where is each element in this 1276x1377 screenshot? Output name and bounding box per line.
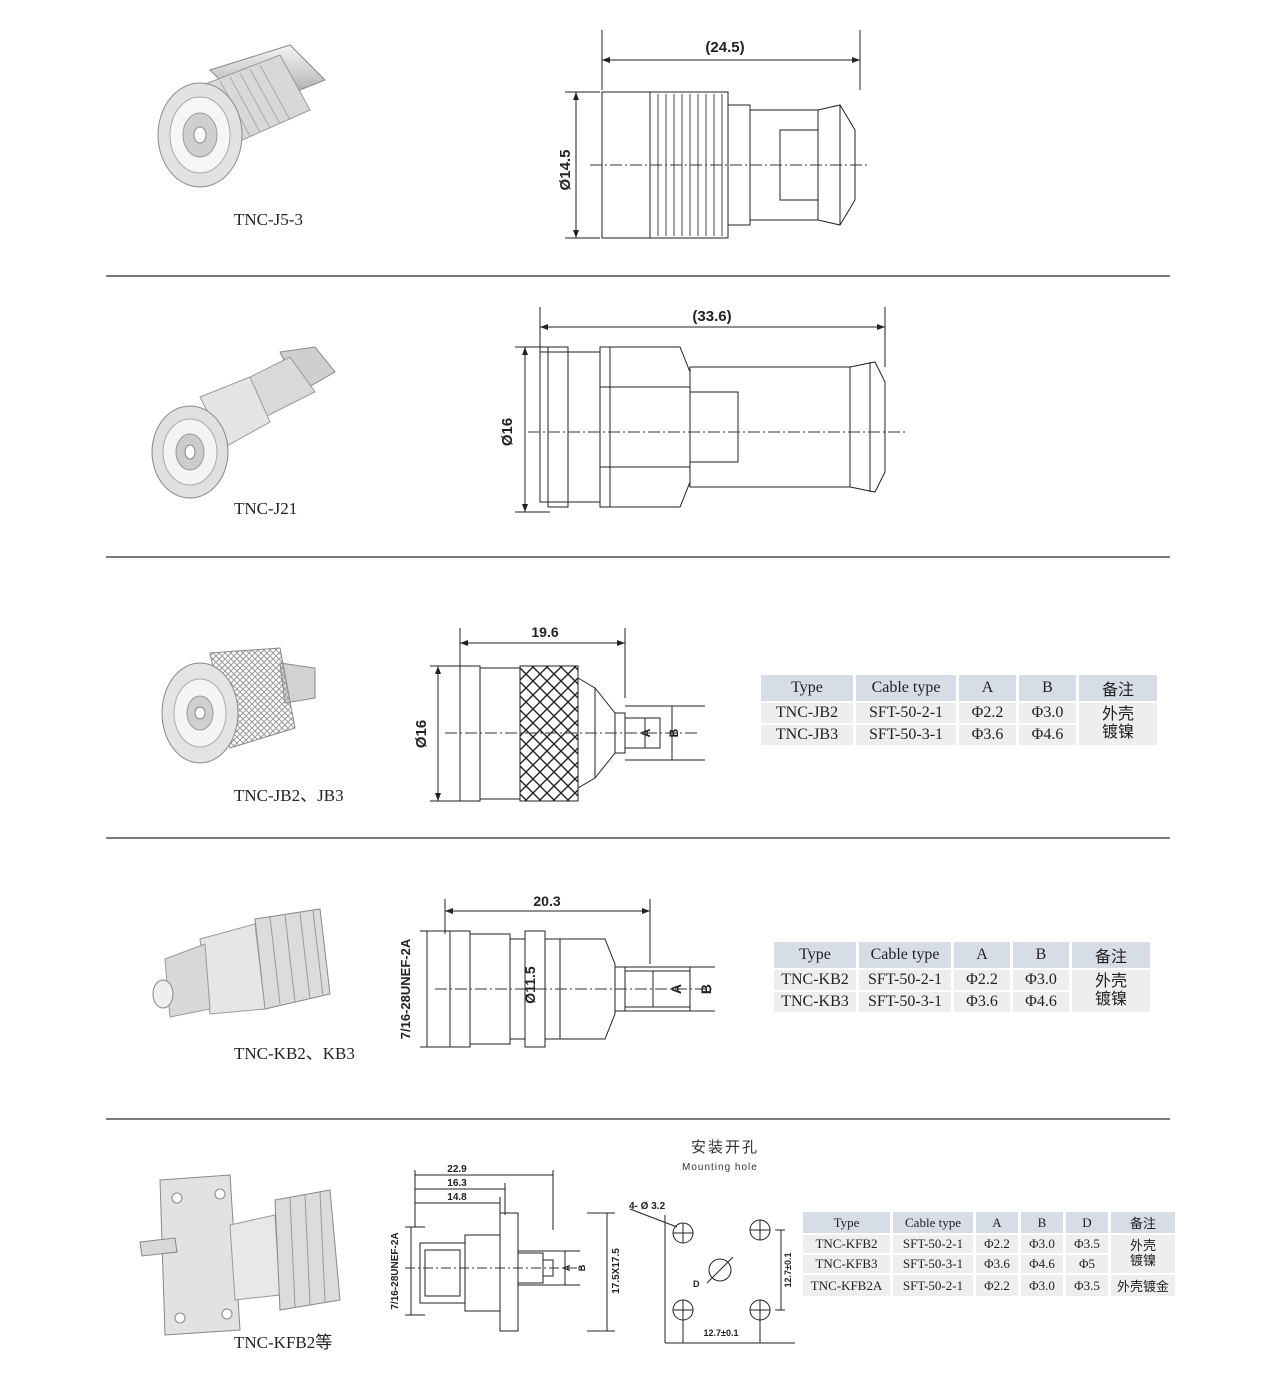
product-section-tnc-jb: TNC-JB2、JB3 19.6 Ø16 A B bbox=[0, 558, 1276, 838]
dim-v: 12.7±0.1 bbox=[783, 1253, 793, 1288]
note-cell: 外壳 镀镍 bbox=[1072, 970, 1150, 1012]
table-row: TNC-KFB2 SFT-50-2-1 Φ2.2 Φ3.0 Φ3.5 外壳 镀镍 bbox=[803, 1235, 1176, 1273]
header-a: A bbox=[954, 942, 1010, 968]
header-note: 备注 bbox=[1111, 1212, 1176, 1233]
mounting-hole-drawing: 4- Ø 3.2 D 12.7±0.1 12.7±0.1 bbox=[629, 1201, 795, 1344]
technical-drawing: 22.9 16.3 14.8 7/16-28UNEF-2A A B 17.5X1… bbox=[390, 1164, 622, 1332]
section-divider bbox=[106, 1118, 1170, 1120]
header-b: B bbox=[1013, 942, 1069, 968]
header-b: B bbox=[1019, 675, 1076, 701]
table-row: TNC-JB3 SFT-50-3-1 Φ3.6 Φ4.6 bbox=[761, 725, 1157, 745]
header-cable: Cable type bbox=[856, 675, 956, 701]
dim-b: B bbox=[577, 1264, 587, 1271]
flange-dim: 17.5X17.5 bbox=[611, 1248, 622, 1294]
diameter-dim: Ø16 bbox=[499, 418, 516, 446]
length-dim: 20.3 bbox=[533, 893, 560, 909]
dim-h: 12.7±0.1 bbox=[704, 1328, 739, 1338]
product-section-tnc-j5-3: TNC-J5-3 (24.5) Ø14.5 bbox=[0, 0, 1276, 276]
table-row: TNC-KFB2A SFT-50-2-1 Φ2.2 Φ3.0 Φ3.5 外壳镀金 bbox=[803, 1275, 1176, 1296]
header-d: D bbox=[1066, 1212, 1108, 1233]
section-divider bbox=[106, 837, 1170, 839]
header-note: 备注 bbox=[1072, 942, 1150, 968]
product-caption: TNC-KFB2等 bbox=[234, 1333, 333, 1352]
technical-drawing: 20.3 7/16-28UNEF-2A Ø11.5 A B bbox=[398, 893, 715, 1048]
section-divider bbox=[106, 275, 1170, 277]
note-cell: 外壳 镀镍 bbox=[1079, 703, 1157, 745]
length-dim: 19.6 bbox=[531, 624, 558, 640]
dim-l3: 14.8 bbox=[447, 1192, 467, 1203]
spec-table: Type Cable type A B 备注 TNC-KB2 SFT-50-2-… bbox=[771, 940, 1153, 1014]
connector-photo bbox=[151, 346, 336, 499]
header-type: Type bbox=[774, 942, 856, 968]
connector-photo bbox=[139, 1174, 341, 1336]
product-caption: TNC-J21 bbox=[234, 499, 298, 518]
mounting-subtitle: Mounting hole bbox=[682, 1162, 758, 1173]
header-cable: Cable type bbox=[859, 942, 951, 968]
header-a: A bbox=[976, 1212, 1018, 1233]
product-section-tnc-j21: TNC-J21 (33.6) Ø16 bbox=[0, 277, 1276, 557]
header-note: 备注 bbox=[1079, 675, 1157, 701]
product-section-tnc-kb: TNC-KB2、KB3 20.3 7/16-28UNEF-2A Ø11.5 A … bbox=[0, 839, 1276, 1119]
diameter-dim: Ø16 bbox=[413, 720, 430, 748]
note-cell: 外壳镀金 bbox=[1111, 1275, 1176, 1296]
header-type: Type bbox=[803, 1212, 890, 1233]
product-caption: TNC-JB2、JB3 bbox=[234, 786, 344, 805]
diameter-dim: Ø11.5 bbox=[522, 966, 538, 1004]
product-caption: TNC-KB2、KB3 bbox=[234, 1044, 355, 1063]
product-caption: TNC-J5-3 bbox=[234, 210, 303, 229]
table-row: TNC-KB2 SFT-50-2-1 Φ2.2 Φ3.0 外壳 镀镍 bbox=[774, 970, 1150, 1012]
connector-photo bbox=[157, 44, 326, 188]
header-b: B bbox=[1021, 1212, 1063, 1233]
spec-table: Type Cable type A B 备注 TNC-JB2 SFT-50-2-… bbox=[758, 673, 1160, 747]
holes-label: 4- Ø 3.2 bbox=[629, 1201, 666, 1212]
technical-drawing: (24.5) Ø14.5 bbox=[557, 30, 870, 239]
dim-l1: 22.9 bbox=[447, 1164, 467, 1175]
technical-drawing: 19.6 Ø16 A B bbox=[413, 624, 705, 802]
dim-a: A bbox=[639, 728, 653, 737]
dim-l2: 16.3 bbox=[447, 1178, 467, 1189]
table-row: TNC-KB3 SFT-50-3-1 Φ3.6 Φ4.6 bbox=[774, 992, 1150, 1012]
length-dim: (33.6) bbox=[692, 308, 731, 325]
product-section-tnc-kfb: TNC-KFB2等 22.9 16.3 14.8 7/16-28UNEF-2A … bbox=[0, 1120, 1276, 1377]
connector-photo bbox=[161, 647, 316, 764]
spec-table: Type Cable type A B D 备注 TNC-KFB2 SFT-50… bbox=[800, 1210, 1178, 1298]
section-divider bbox=[106, 556, 1170, 558]
dim-d: D bbox=[693, 1279, 700, 1289]
length-dim: (24.5) bbox=[705, 39, 744, 56]
dim-a: A bbox=[562, 1264, 572, 1271]
table-row: TNC-JB2 SFT-50-2-1 Φ2.2 Φ3.0 外壳 镀镍 bbox=[761, 703, 1157, 745]
header-a: A bbox=[959, 675, 1016, 701]
technical-drawing: (33.6) Ø16 bbox=[499, 307, 905, 513]
header-type: Type bbox=[761, 675, 853, 701]
dim-b: B bbox=[667, 728, 681, 737]
table-row: TNC-KFB3 SFT-50-3-1 Φ3.6 Φ4.6 Φ5 bbox=[803, 1255, 1175, 1273]
thread-dim: 7/16-28UNEF-2A bbox=[390, 1232, 401, 1309]
dim-b: B bbox=[698, 984, 714, 994]
connector-photo bbox=[152, 908, 331, 1018]
mounting-title: 安装开孔 bbox=[690, 1140, 759, 1156]
diameter-dim: Ø14.5 bbox=[557, 150, 574, 191]
thread-dim: 7/16-28UNEF-2A bbox=[398, 938, 413, 1039]
note-cell: 外壳 镀镍 bbox=[1111, 1235, 1176, 1273]
dim-a: A bbox=[668, 984, 684, 994]
header-cable: Cable type bbox=[893, 1212, 973, 1233]
